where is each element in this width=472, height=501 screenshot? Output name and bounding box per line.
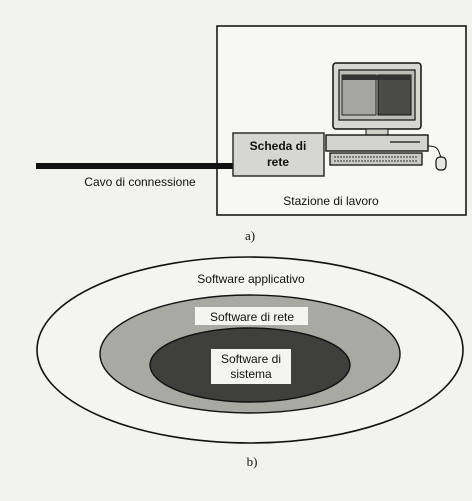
- network-card: [232, 132, 325, 177]
- figure-b: Software applicativo Software di rete So…: [36, 256, 464, 469]
- network-software-label-box: [195, 307, 308, 325]
- caption-a: a): [245, 228, 255, 243]
- system-software-label-box: [211, 349, 291, 384]
- figure-a: Scheda di rete: [36, 25, 467, 243]
- mouse: [435, 156, 447, 171]
- system-unit: [325, 134, 429, 152]
- mouse-cord: [427, 145, 442, 158]
- screen-window-right: [377, 74, 412, 116]
- caption-b: b): [247, 454, 258, 469]
- application-software-label: Software applicativo: [197, 272, 305, 286]
- keyboard: [329, 152, 423, 166]
- system-software-label-line1: Software di: [221, 352, 281, 366]
- system-software-label-line2: sistema: [230, 367, 272, 381]
- cable-label: Cavo di connessione: [84, 175, 196, 189]
- screen-title-bar: [342, 75, 411, 80]
- network-card-label-line1: Scheda di: [250, 139, 307, 153]
- network-software-label: Software di rete: [210, 310, 294, 324]
- computer-icon: [325, 62, 447, 171]
- screen-window-left: [341, 74, 377, 116]
- connection-cable: [36, 163, 233, 169]
- workstation-label: Stazione di lavoro: [283, 194, 379, 208]
- network-card-label-line2: rete: [267, 155, 289, 169]
- monitor-stand: [365, 128, 389, 136]
